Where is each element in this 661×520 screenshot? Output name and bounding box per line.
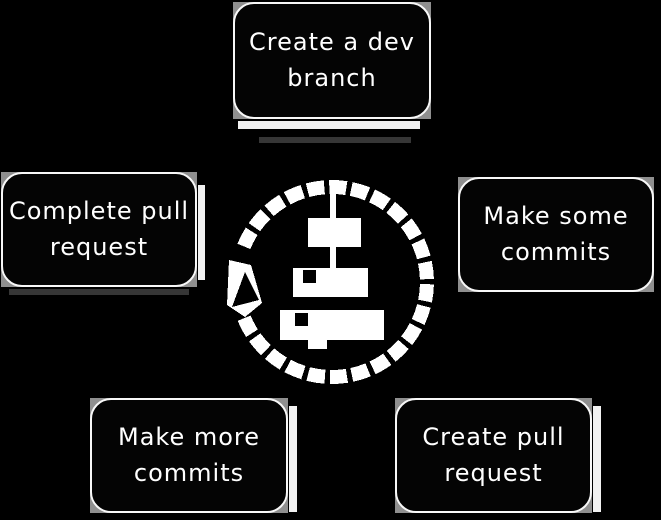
flow-step-label-line: request [49,233,149,261]
flow-step-make-some-commits: Make some commits [458,177,654,292]
flow-step-complete-pull-request: Complete pull request [1,172,205,295]
flow-step-create-pull-request: Create pull request [395,398,601,513]
flow-step-box: Make some commits [458,177,654,292]
flow-step-label-line: Make some [483,201,629,230]
flow-step-label-line: Create a dev [249,27,415,56]
flow-step-label-line: Create pull [422,422,565,451]
white-shadow-bar [593,406,601,512]
flow-step-box: Make more commits [90,398,288,513]
flow-step-label-line: branch [287,64,377,92]
flow-step-label-line: Make more [117,422,261,451]
flow-step-create-dev-branch: Create a dev branch [233,2,431,143]
flow-step-label-line: commits [500,238,612,266]
cycle-arrow-ring [237,180,434,384]
gray-shadow-bar [9,289,189,295]
arrowhead-inner [232,272,259,307]
commit-node [308,218,361,247]
cycle-arrow-icon [227,180,434,384]
white-shadow-bar [289,406,297,512]
white-shadow-bar [198,185,205,280]
flow-step-make-more-commits: Make more commits [90,398,297,513]
flow-step-box: Create a dev branch [233,2,431,119]
flow-step-box: Complete pull request [1,172,197,287]
white-shadow-bar [238,121,420,129]
center-text-blob-1-notch [303,270,316,283]
flow-step-box: Create pull request [395,398,592,513]
flow-step-label-line: commits [133,459,245,487]
flow-step-label-line: Complete pull [8,196,190,225]
flow-step-label-line: request [444,459,543,487]
center-text-blob-2-notch [295,313,308,326]
center-text-blob-2-nub [308,340,327,349]
gray-shadow-bar [259,137,411,143]
